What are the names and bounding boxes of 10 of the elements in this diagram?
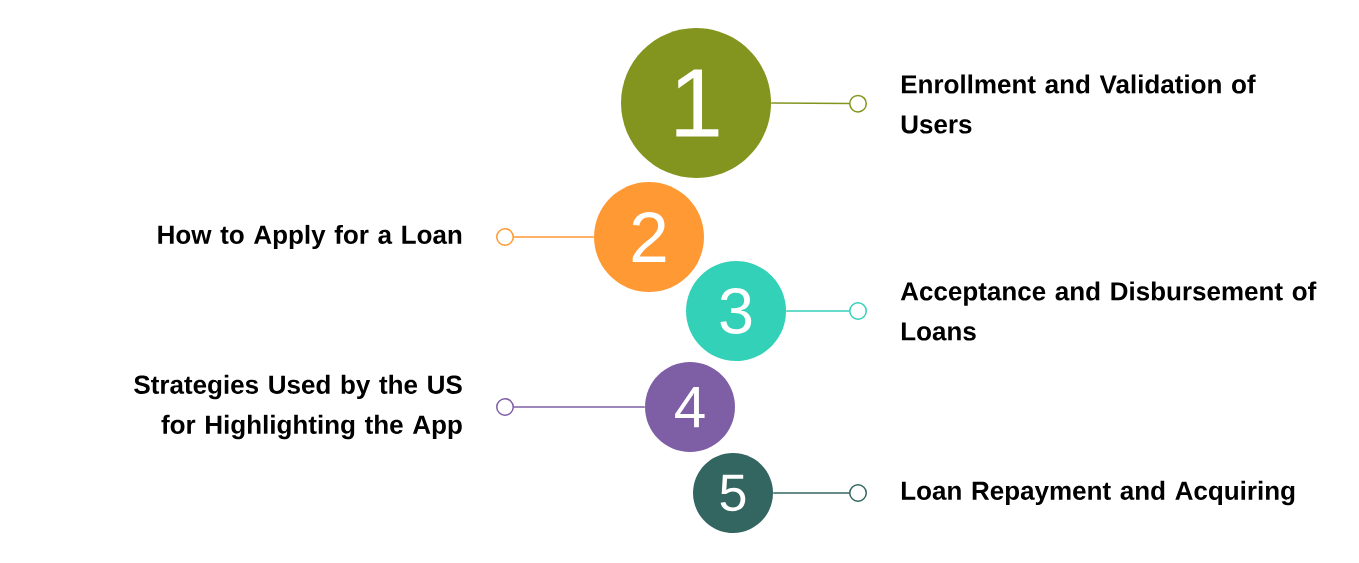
step-label: Acceptance and Disbursement of Loans [900,281,1317,341]
connector-line [770,94,867,113]
connector-line [496,398,646,416]
step-label: Strategies Used by the US for Highlighting the App [134,374,462,440]
connector-line [496,228,595,246]
connector-line [785,302,867,320]
connector-line [772,484,867,502]
step-label: Loan Repayment and Acquiring [901,480,1295,506]
step-label: Enrollment and Validation of Users [901,74,1256,134]
step-label: How to Apply for a Loan [158,224,462,250]
